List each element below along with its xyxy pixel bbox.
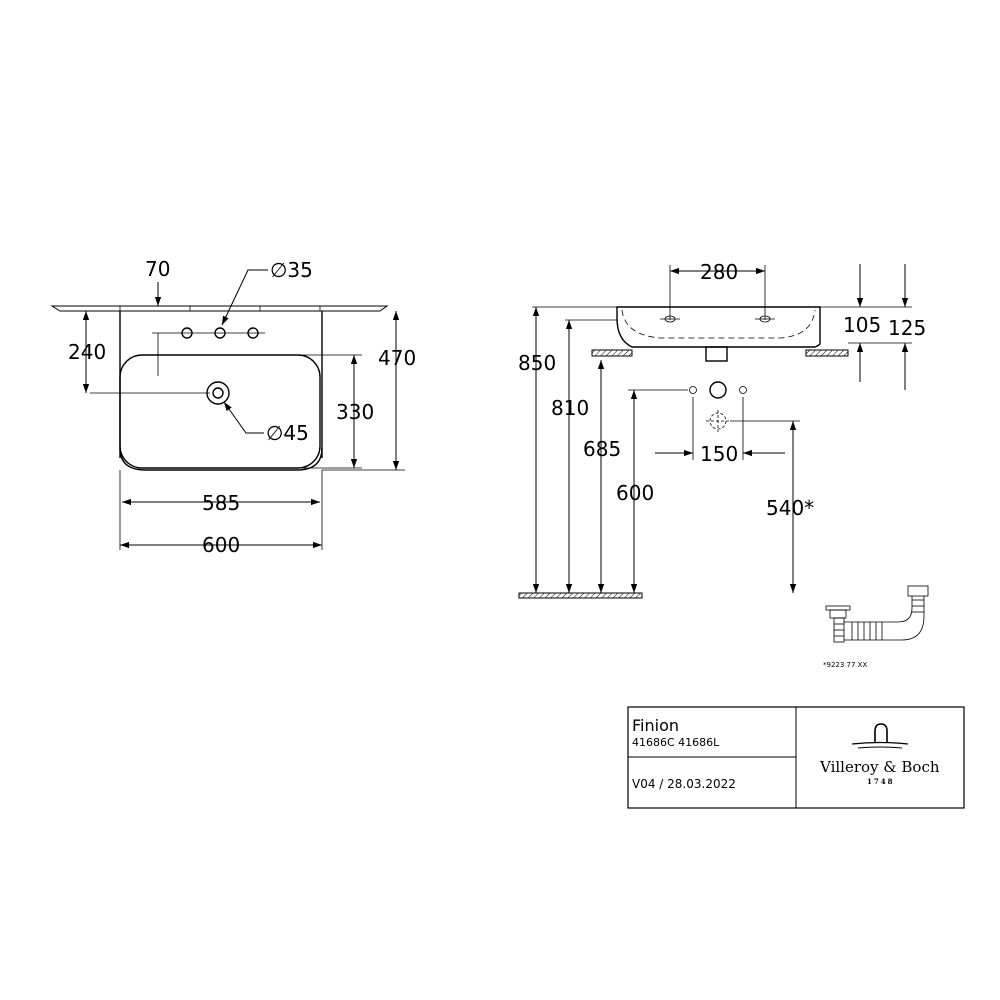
waste-valve-sketch: *9223 77 XX	[823, 585, 929, 669]
supply-right	[739, 386, 747, 394]
wall-ledge	[50, 305, 389, 312]
dim-585-label: 585	[202, 491, 240, 515]
article-numbers: 41686C 41686L	[632, 736, 720, 749]
floor	[518, 592, 643, 599]
faucet-icon	[874, 723, 888, 743]
title-block: Finion 41686C 41686L V04 / 28.03.2022 Vi…	[627, 706, 965, 809]
dim-685-label: 685	[583, 437, 621, 461]
dim-waste-leader	[223, 401, 264, 434]
brand-logo: Villeroy & Boch 1748	[819, 723, 940, 786]
dim-240-label: 240	[68, 340, 106, 364]
dim-waste-label: ∅45	[266, 421, 309, 445]
basin-bowl	[119, 354, 321, 469]
brand-name: Villeroy & Boch	[819, 758, 940, 776]
dim-105-label: 105	[843, 313, 881, 337]
drain-stub	[705, 346, 728, 362]
dim-850-label: 850	[518, 351, 556, 375]
dim-125-label: 125	[888, 316, 926, 340]
dim-tap-hole-label: ∅35	[270, 258, 313, 282]
basin-inner-hidden	[621, 309, 816, 339]
accessory-note: *9223 77 XX	[823, 661, 867, 669]
dim-70-label: 70	[145, 257, 170, 281]
basin-side-profile	[616, 306, 821, 348]
basin-front-edge	[119, 447, 323, 471]
dim-600-side-label: 600	[616, 481, 654, 505]
dim-tap-hole-leader	[221, 269, 268, 326]
brand-year: 1748	[867, 777, 894, 786]
product-name: Finion	[632, 716, 679, 735]
waste-inner	[212, 387, 224, 399]
dim-600-label: 600	[202, 533, 240, 557]
trap-pipe	[844, 596, 925, 641]
trap-outlet	[907, 585, 929, 597]
side-view: 280 105 125 850 810 685 600	[518, 260, 926, 599]
dim-470-label: 470	[378, 346, 416, 370]
valve-head	[829, 609, 847, 619]
dim-330-label: 330	[336, 400, 374, 424]
dim-280-label: 280	[700, 260, 738, 284]
version-date: V04 / 28.03.2022	[632, 777, 736, 791]
dim-150-label: 150	[700, 442, 738, 466]
supply-left	[689, 386, 697, 394]
plan-view: 70 ∅35 240 ∅45 470 330 585 600	[50, 257, 416, 557]
counter-right	[805, 349, 849, 357]
waste-outer	[206, 381, 230, 405]
counter-left	[591, 349, 633, 357]
valve-cap	[825, 605, 851, 611]
water-wave-icon	[851, 741, 909, 745]
wall-drain	[709, 381, 727, 399]
dim-540-label: 540*	[766, 496, 814, 520]
water-wave-icon	[857, 746, 903, 749]
dim-810-label: 810	[551, 396, 589, 420]
